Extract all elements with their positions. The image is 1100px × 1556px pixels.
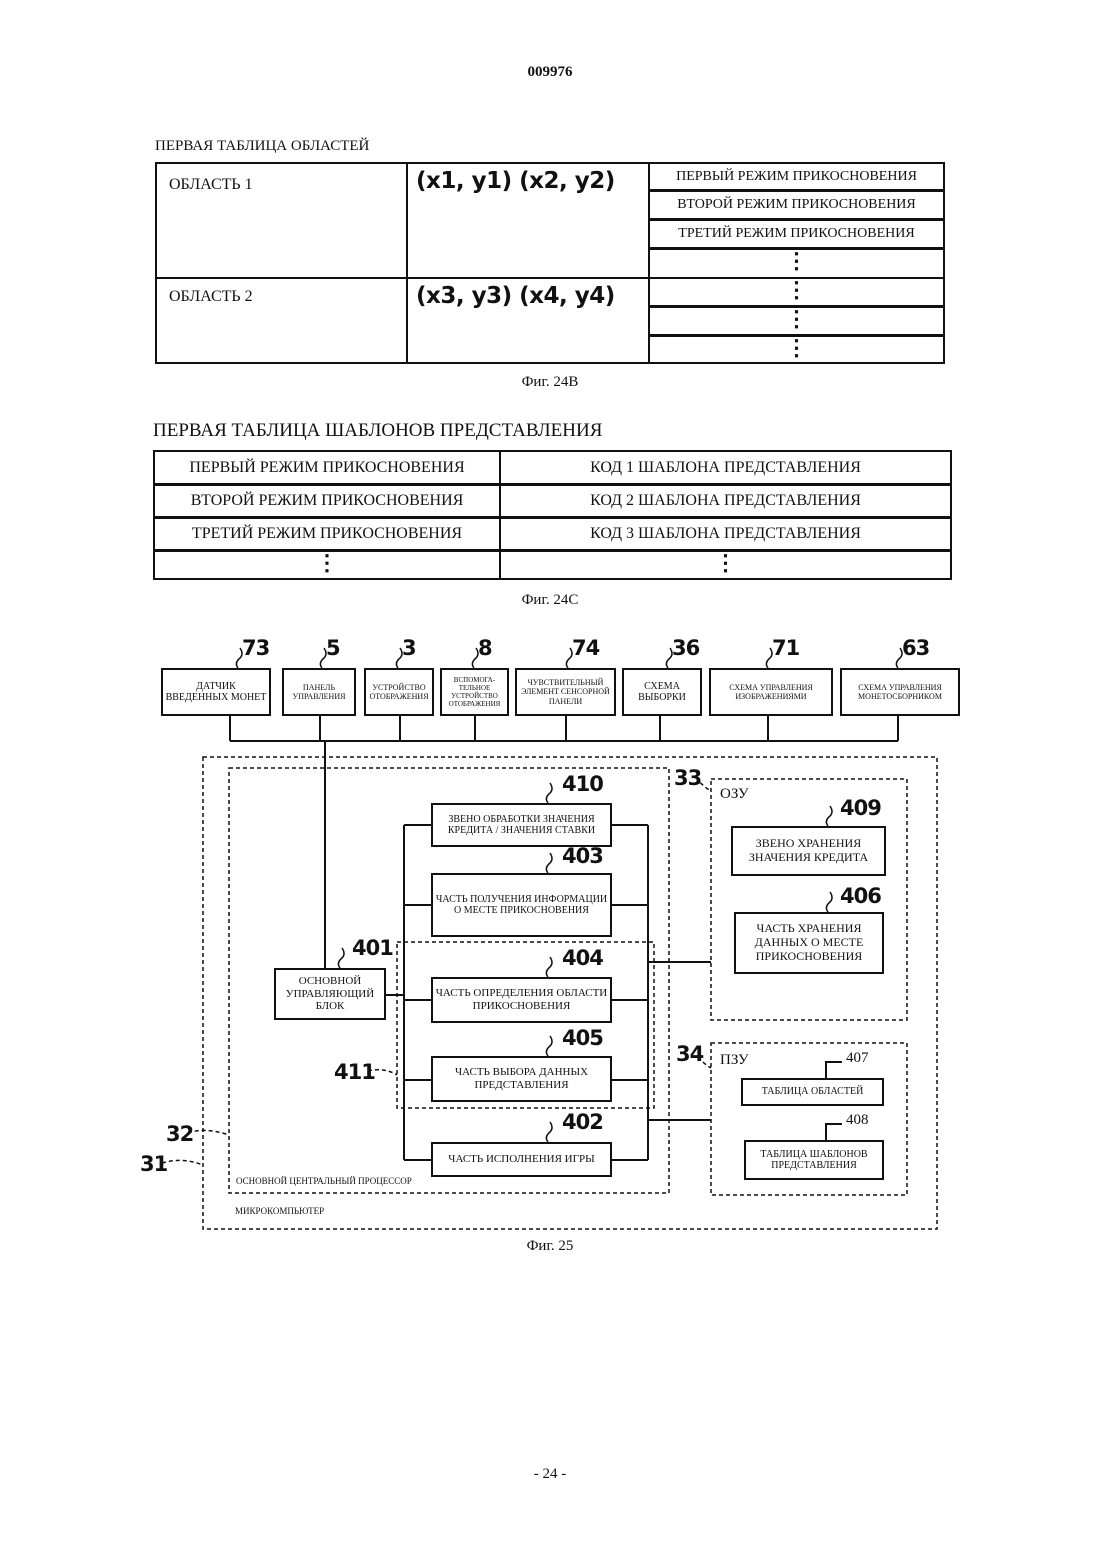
device-touch-sensor: ЧУВСТВИТЕЛЬНЫЙ ЭЛЕМЕНТ СЕНСОРНОЙ ПАНЕЛИ (515, 668, 616, 716)
fig25-caption: Фиг. 25 (0, 1238, 1100, 1255)
micro-label: МИКРОКОМПЬЮТЕР (235, 1206, 324, 1216)
block-credit-storage: ЗВЕНО ХРАНЕНИЯ ЗНАЧЕНИЯ КРЕДИТА (731, 826, 886, 876)
device-hopper-control: СХЕМА УПРАВЛЕНИЯ МОНЕТОСБОРНИКОМ (840, 668, 960, 716)
block-game-exec: ЧАСТЬ ИСПОЛНЕНИЯ ИГРЫ (431, 1142, 612, 1177)
block-area-table: ТАБЛИЦА ОБЛАСТЕЙ (741, 1078, 884, 1106)
rom-label: ПЗУ (720, 1052, 749, 1069)
ref-71: 71 (772, 636, 799, 660)
ref-407: 407 (846, 1050, 869, 1067)
ref-63: 63 (902, 636, 929, 660)
ref-34: 34 (676, 1042, 703, 1066)
ref-5: 5 (326, 636, 340, 660)
block-touch-info: ЧАСТЬ ПОЛУЧЕНИЯ ИНФОРМАЦИИ О МЕСТЕ ПРИКО… (431, 873, 612, 937)
ref-405: 405 (562, 1026, 603, 1050)
ref-406: 406 (840, 884, 881, 908)
device-aux-display: ВСПОМОГА-ТЕЛЬНОЕ УСТРОЙСТВО ОТОБРАЖЕНИЯ (440, 668, 509, 716)
ref-32: 32 (166, 1122, 193, 1146)
ref-31: 31 (140, 1152, 167, 1176)
block-main-control: ОСНОВНОЙ УПРАВЛЯЮЩИЙ БЛОК (274, 968, 386, 1020)
ref-401: 401 (352, 936, 393, 960)
ref-402: 402 (562, 1110, 603, 1134)
ref-33: 33 (674, 766, 701, 790)
cpu-label: ОСНОВНОЙ ЦЕНТРАЛЬНЫЙ ПРОЦЕССОР (236, 1176, 412, 1186)
ref-404: 404 (562, 946, 603, 970)
ref-73: 73 (242, 636, 269, 660)
block-credit-processing: ЗВЕНО ОБРАБОТКИ ЗНАЧЕНИЯ КРЕДИТА / ЗНАЧЕ… (431, 803, 612, 847)
ref-409: 409 (840, 796, 881, 820)
device-image-control: СХЕМА УПРАВЛЕНИЯ ИЗОБРАЖЕНИЯМИ (709, 668, 833, 716)
block-touch-area: ЧАСТЬ ОПРЕДЕЛЕНИЯ ОБЛАСТИ ПРИКОСНОВЕНИЯ (431, 977, 612, 1023)
device-display: УСТРОЙСТВО ОТОБРАЖЕНИЯ (364, 668, 434, 716)
ref-74: 74 (572, 636, 599, 660)
block-touch-storage: ЧАСТЬ ХРАНЕНИЯ ДАННЫХ О МЕСТЕ ПРИКОСНОВЕ… (734, 912, 884, 974)
ref-410: 410 (562, 772, 603, 796)
device-control-panel: ПАНЕЛЬ УПРАВЛЕНИЯ (282, 668, 356, 716)
ref-403: 403 (562, 844, 603, 868)
fig25-connectors (0, 0, 1100, 1300)
ref-3: 3 (402, 636, 416, 660)
ref-408: 408 (846, 1112, 869, 1129)
ram-label: ОЗУ (720, 786, 749, 803)
device-coin-sensor: ДАТЧИК ВВЕДЕННЫХ МОНЕТ (161, 668, 271, 716)
ref-8: 8 (478, 636, 492, 660)
ref-36: 36 (672, 636, 699, 660)
block-data-select: ЧАСТЬ ВЫБОРА ДАННЫХ ПРЕДСТАВЛЕНИЯ (431, 1056, 612, 1102)
device-selector: СХЕМА ВЫБОРКИ (622, 668, 702, 716)
page-number-bottom: - 24 - (0, 1466, 1100, 1483)
block-template-table: ТАБЛИЦА ШАБЛОНОВ ПРЕДСТАВЛЕНИЯ (744, 1140, 884, 1180)
ref-411: 411 (334, 1060, 375, 1084)
